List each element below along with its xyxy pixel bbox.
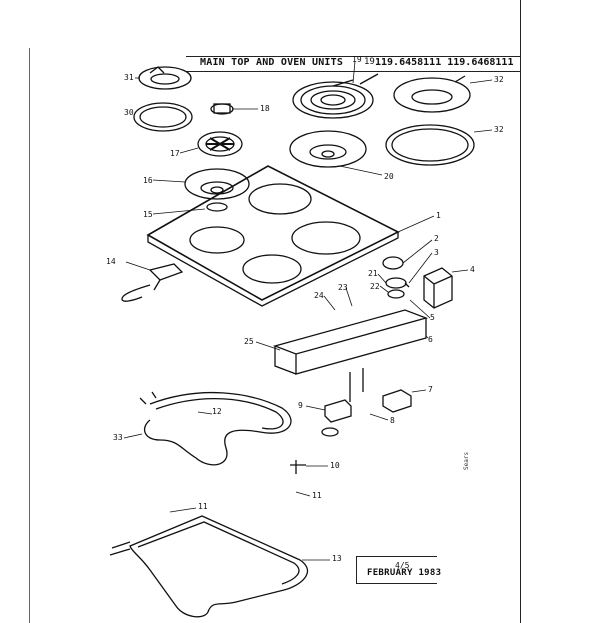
frame-right-border [520,0,521,623]
revision-date: FEBRUARY 1983 [367,568,442,578]
callout-16: 16 [143,176,153,185]
sensor-10 [290,460,306,474]
callout-7: 7 [428,385,433,394]
header-bar [186,56,520,72]
drip-pan-32a [393,75,471,113]
callout-6: 6 [428,335,433,344]
callout-31: 31 [124,73,134,82]
callout-32a: 32 [494,75,504,84]
callout-5: 5 [430,313,435,322]
callout-9: 9 [298,401,303,410]
callout-8: 8 [390,416,395,425]
callout-24: 24 [314,291,324,300]
callout-14: 14 [106,257,116,266]
callout-20: 20 [384,172,394,181]
callout-4: 4 [470,265,475,274]
callout-19: 19 [352,55,362,64]
header-separator: 19 [364,57,375,67]
bake-element-13 [109,515,308,618]
page-number: 4/5 [395,561,410,570]
callout-23: 23 [338,283,348,292]
terminal-block-14 [121,263,184,302]
thermostat-8-9 [321,368,364,437]
switch-4 [423,267,453,309]
callout-33: 33 [113,433,123,442]
trim-ring-15 [206,202,228,212]
bezel-21-22 [385,277,407,299]
callout-32b: 32 [494,125,504,134]
callout-3: 3 [434,248,439,257]
callout-30: 30 [124,108,134,117]
callout-17: 17 [170,149,180,158]
footer-box [356,556,437,584]
drip-pan-20 [289,130,367,168]
callout-2: 2 [434,234,439,243]
callout-1: 1 [436,211,441,220]
callout-11b: 11 [198,502,208,511]
callout-11a: 11 [312,491,322,500]
terminal-7 [382,389,412,413]
callout-25: 25 [244,337,254,346]
diagram-title: MAIN TOP AND OVEN UNITS [200,57,344,68]
callout-21: 21 [368,269,378,278]
surface-element-19 [292,73,379,119]
trim-ring-32b [385,124,475,166]
callout-18: 18 [260,104,270,113]
side-mark: Sears [463,451,470,470]
small-element-17 [197,131,243,157]
drip-pan-31 [138,66,192,90]
control-bracket-6 [272,309,429,375]
drip-pan-16 [184,168,250,200]
trim-ring-30 [133,102,193,132]
frame-left-border [29,48,30,623]
callout-15: 15 [143,210,153,219]
callout-12: 12 [212,407,222,416]
leader-lines [123,60,493,561]
burner-receptacle-18 [210,103,234,115]
callout-13: 13 [332,554,342,563]
callout-10: 10 [330,461,340,470]
broil-element-12 [139,391,292,466]
model-numbers: 119.6458111 119.6468111 [375,57,514,68]
callout-22: 22 [370,282,380,291]
